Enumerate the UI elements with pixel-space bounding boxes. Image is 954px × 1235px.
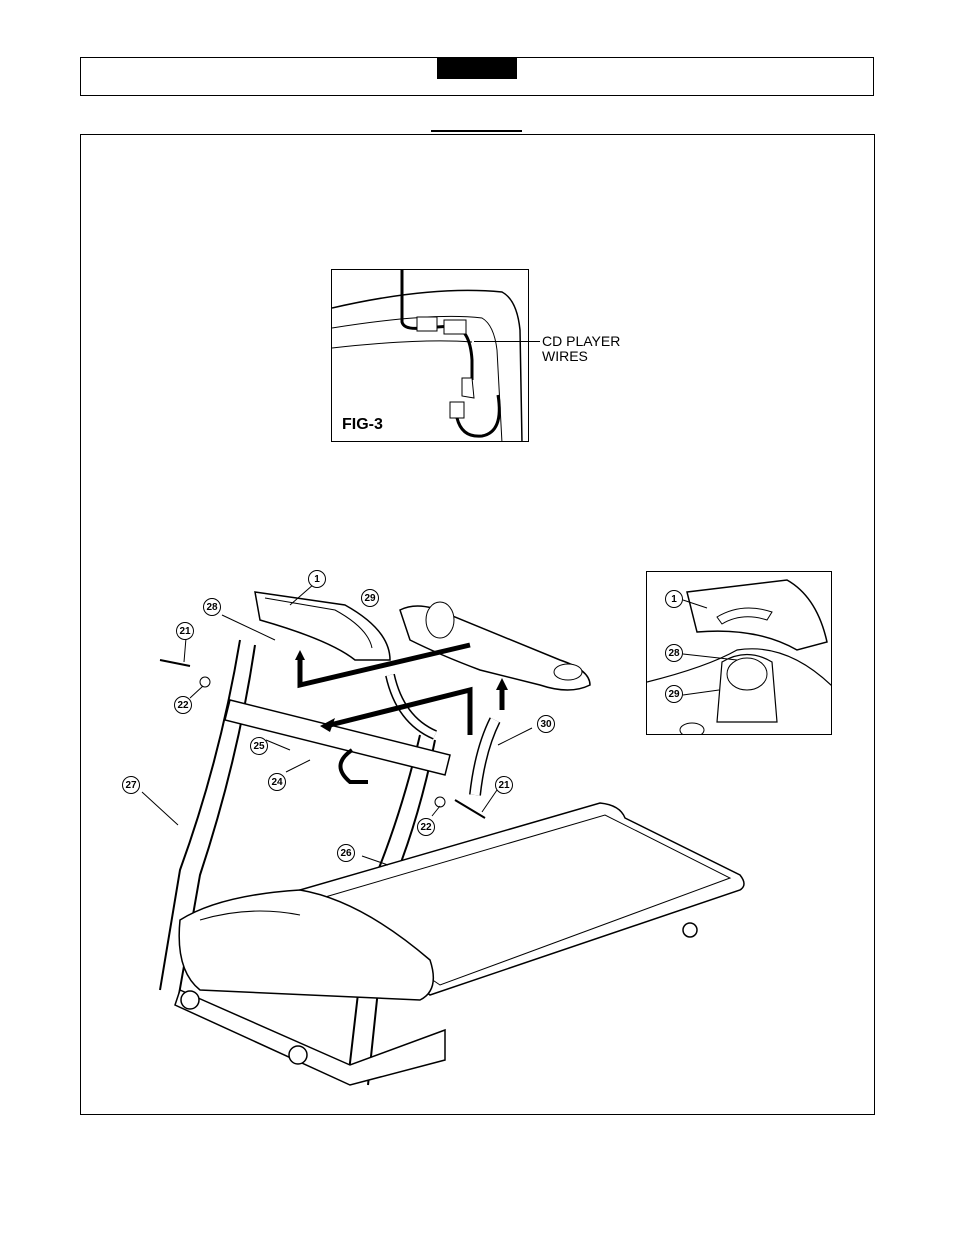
callout-bubble: 30 (537, 715, 555, 733)
callout-line-1: CD PLAYER (542, 333, 621, 349)
fig3-drawing (332, 270, 523, 441)
callout-bubble: 21 (495, 776, 513, 794)
callout-bubble: 22 (174, 696, 192, 714)
detail-drawing (647, 579, 831, 734)
fig3-inset: FIG-3 (331, 269, 529, 442)
callout-bubble: 25 (250, 737, 268, 755)
treadmill-assembly-drawing (141, 583, 745, 1086)
callout-line-2: WIRES (542, 348, 588, 364)
fig3-label: FIG-3 (342, 416, 383, 433)
callout-bubble: 1 (308, 570, 326, 588)
detail-callout-bubble: 29 (665, 685, 683, 703)
instruction-frame (80, 134, 875, 1115)
callout-bubble: 22 (417, 818, 435, 836)
callout-bubble: 21 (176, 622, 194, 640)
callout-bubble: 26 (337, 844, 355, 862)
callout-bubble: 28 (203, 598, 221, 616)
callout-leader-line (474, 341, 540, 342)
title-underline (431, 130, 522, 132)
callout-bubble: 27 (122, 776, 140, 794)
cd-player-wires-callout: CD PLAYER WIRES (542, 334, 620, 364)
callout-bubble: 24 (268, 773, 286, 791)
detail-callout-bubble: 1 (665, 590, 683, 608)
detail-inset: 1 28 29 (646, 571, 832, 735)
detail-callout-bubble: 28 (665, 644, 683, 662)
callout-bubble: 29 (361, 589, 379, 607)
header-tab (437, 57, 517, 79)
